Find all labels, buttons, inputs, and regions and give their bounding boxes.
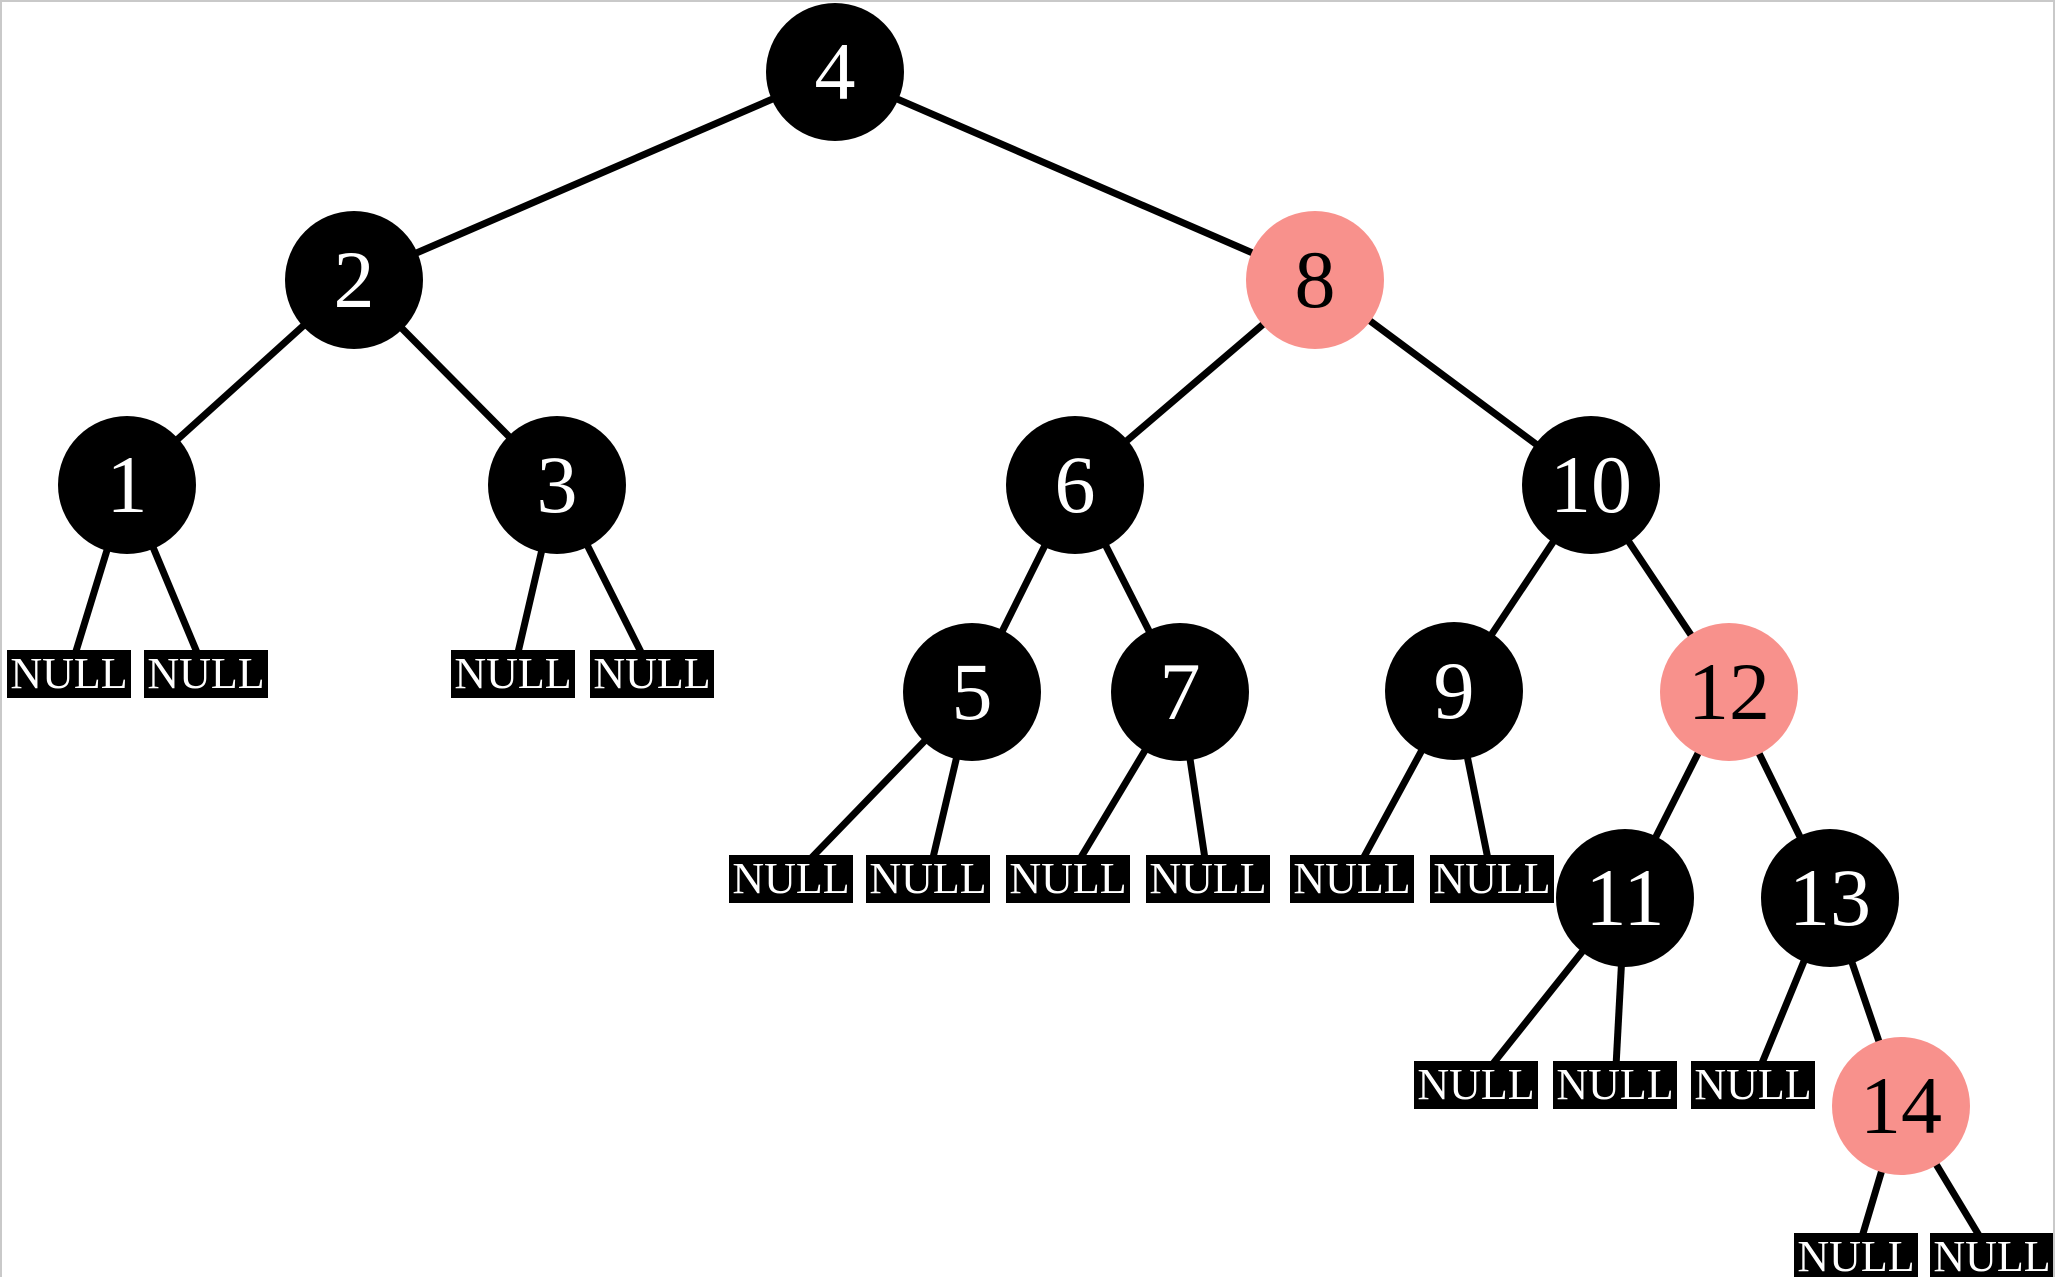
edge-4-8 — [833, 68, 1317, 284]
null-leaf-1-right: NULL — [144, 650, 268, 698]
null-leaf-11-right: NULL — [1553, 1061, 1677, 1109]
null-leaf-5-left: NULL — [729, 855, 853, 903]
null-leaf-5-right: NULL — [866, 855, 990, 903]
tree-node-7: 7 — [1111, 623, 1249, 761]
tree-node-5: 5 — [903, 623, 1041, 761]
tree-node-6: 6 — [1006, 416, 1144, 554]
tree-node-2: 2 — [285, 211, 423, 349]
null-leaf-13-left: NULL — [1691, 1061, 1815, 1109]
null-leaf-3-right: NULL — [590, 650, 714, 698]
tree-node-4: 4 — [766, 3, 904, 141]
null-leaf-9-right: NULL — [1430, 855, 1554, 903]
null-leaf-14-left: NULL — [1794, 1233, 1918, 1277]
tree-node-8: 8 — [1246, 211, 1384, 349]
null-leaf-11-left: NULL — [1414, 1061, 1538, 1109]
tree-node-9: 9 — [1385, 622, 1523, 760]
edge-4-2 — [352, 68, 837, 284]
tree-node-10: 10 — [1522, 416, 1660, 554]
tree-node-1: 1 — [58, 416, 196, 554]
null-leaf-3-left: NULL — [451, 650, 575, 698]
null-leaf-7-right: NULL — [1146, 855, 1270, 903]
null-leaf-14-right: NULL — [1930, 1233, 2053, 1277]
tree-node-3: 3 — [488, 416, 626, 554]
null-leaf-9-left: NULL — [1290, 855, 1414, 903]
tree-node-12: 12 — [1660, 623, 1798, 761]
null-leaf-7-left: NULL — [1006, 855, 1130, 903]
tree-node-11: 11 — [1556, 829, 1694, 967]
tree-node-13: 13 — [1761, 829, 1899, 967]
null-leaf-1-left: NULL — [7, 650, 131, 698]
tree-node-14: 14 — [1832, 1037, 1970, 1175]
